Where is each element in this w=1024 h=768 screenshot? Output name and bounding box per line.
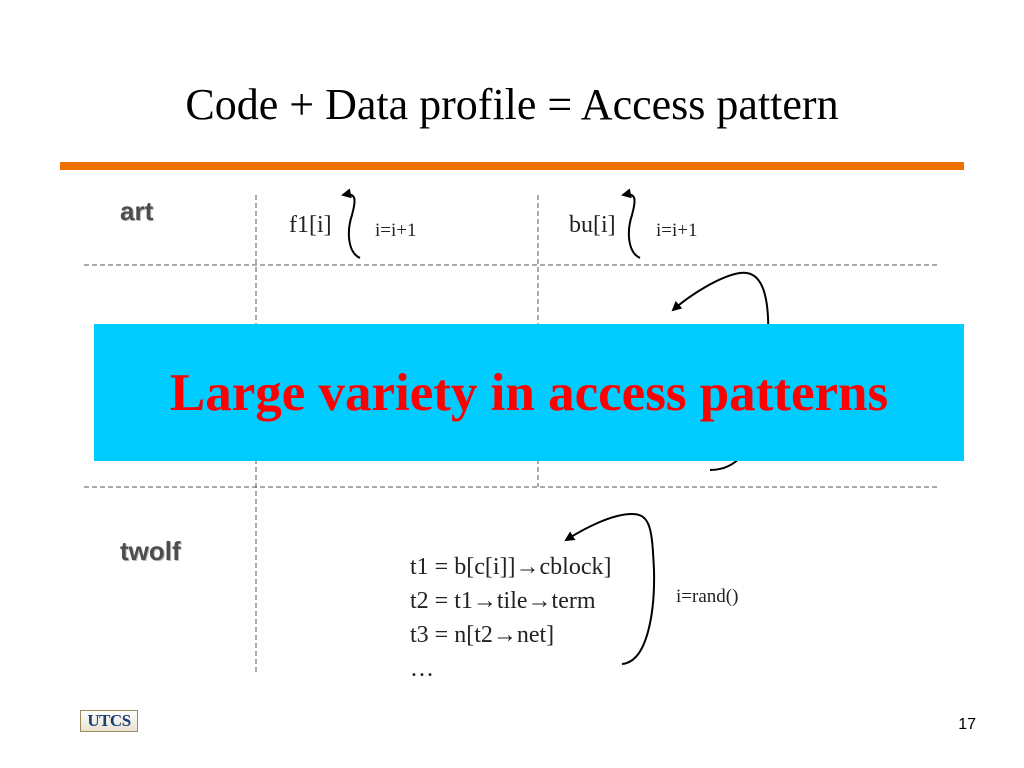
step-random: i=rand() (676, 586, 739, 607)
row-label-art: art (120, 196, 154, 226)
row-label-twolf: twolf (120, 536, 181, 566)
loop-arrow-icon-art-1 (341, 188, 361, 259)
twolf-code-line: t3 = n[t2→net] (410, 622, 555, 648)
code-f1-index: f1[i] (289, 212, 332, 238)
title-underline (60, 162, 964, 170)
banner-text: Large variety in access patterns (169, 363, 889, 422)
highlight-banner: Large variety in access patterns (94, 324, 964, 461)
twolf-code-line: t2 = t1→tile→term (410, 588, 596, 614)
utcs-logo: UTCS (80, 710, 138, 732)
step-increment-1: i=i+1 (375, 220, 417, 241)
slide-title: Code + Data profile = Access pattern (185, 80, 839, 129)
loop-arrow-icon-art-2 (621, 188, 641, 259)
step-increment-2: i=i+1 (656, 220, 698, 241)
twolf-code-line: t1 = b[c[i]]→cblock] (410, 554, 612, 580)
twolf-code-ellipsis: … (410, 656, 434, 682)
code-bu-index: bu[i] (569, 212, 616, 238)
page-number: 17 (958, 716, 976, 733)
